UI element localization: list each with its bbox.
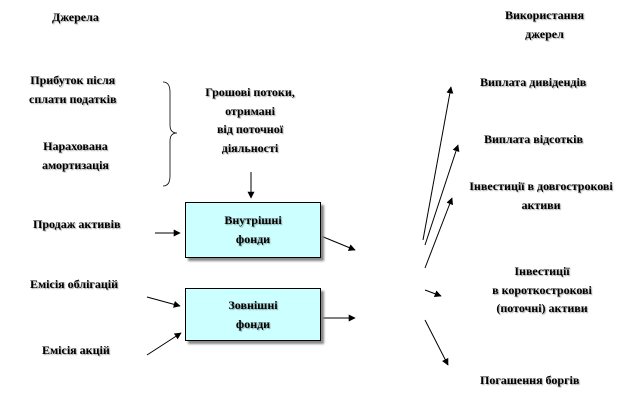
uses-header-line1: Використання	[505, 8, 584, 22]
share-issue-to-external-arrow	[146, 332, 182, 356]
source-asset-sale: Продаж активів	[33, 215, 120, 234]
to-debt-repayment-arrow	[424, 319, 449, 366]
cash-flow-line1: Грошові потоки,	[205, 85, 295, 99]
cash-flow-line2: отримані	[225, 103, 275, 118]
source-profit-line1: Прибуток після	[30, 73, 116, 87]
cash-flow-label: Грошові потоки, отримані від поточної ді…	[195, 83, 305, 157]
use-long-term-line1: Інвестиції в довгострокові	[469, 179, 613, 193]
source-share-issue: Емісія акцій	[42, 341, 110, 360]
source-depreciation-line2: амортизація	[42, 157, 109, 172]
use-short-term-line1: Інвестиції	[514, 264, 570, 278]
external-funds-label: Зовнішні фонди	[228, 296, 277, 333]
internal-funds-label: Внутрішні фонди	[224, 211, 281, 248]
external-funds-line2: фонди	[235, 316, 271, 331]
internal-funds-line1: Внутрішні	[224, 213, 282, 228]
to-interest-arrow	[424, 144, 460, 246]
use-short-term-line2: в короткострокові	[492, 282, 592, 297]
grouping-brace	[162, 81, 178, 187]
use-debt-repayment: Погашення боргів	[480, 371, 579, 390]
use-dividends: Виплата дивідендів	[480, 73, 586, 92]
bond-issue-to-external-arrow	[146, 296, 181, 308]
source-asset-sale-text: Продаж активів	[33, 217, 121, 231]
external-funds-line1: Зовнішні	[228, 297, 278, 312]
use-short-term-line3: (поточні) активи	[496, 301, 588, 316]
cash-flow-line3: від поточної	[216, 122, 284, 137]
external-funds-box: Зовнішні фонди	[185, 288, 321, 341]
source-profit-line2: сплати податків	[29, 91, 117, 106]
sources-header: Джерела	[52, 8, 99, 27]
source-bond-issue: Емісія облігацій	[30, 275, 118, 294]
source-depreciation: Нарахована амортизація	[42, 137, 109, 174]
to-long-term-arrow	[424, 197, 453, 269]
source-profit: Прибуток після сплати податків	[29, 71, 116, 108]
use-long-term: Інвестиції в довгострокові активи	[453, 177, 629, 214]
use-short-term: Інвестиції в короткострокові (поточні) а…	[472, 262, 612, 318]
internal-funds-line2: фонди	[235, 232, 271, 246]
use-long-term-line2: активи	[521, 197, 561, 212]
use-interest-text: Виплата відсотків	[484, 132, 583, 146]
internal-funds-out-arrow	[320, 235, 356, 251]
uses-header: Використання джерел	[505, 6, 584, 43]
use-interest: Виплата відсотків	[484, 130, 583, 149]
to-dividends-arrow	[422, 86, 454, 241]
internal-funds-box: Внутрішні фонди	[185, 202, 321, 258]
source-share-issue-text: Емісія акцій	[42, 343, 110, 357]
source-bond-issue-text: Емісія облігацій	[30, 277, 119, 291]
uses-header-line2: джерел	[525, 26, 564, 41]
cash-flow-line4: діяльності	[221, 140, 279, 155]
use-dividends-text: Виплата дивідендів	[480, 75, 587, 89]
sources-header-text: Джерела	[52, 10, 99, 24]
source-depreciation-line1: Нарахована	[43, 139, 108, 153]
use-debt-repayment-text: Погашення боргів	[480, 373, 580, 387]
to-short-term-arrow	[424, 289, 442, 298]
